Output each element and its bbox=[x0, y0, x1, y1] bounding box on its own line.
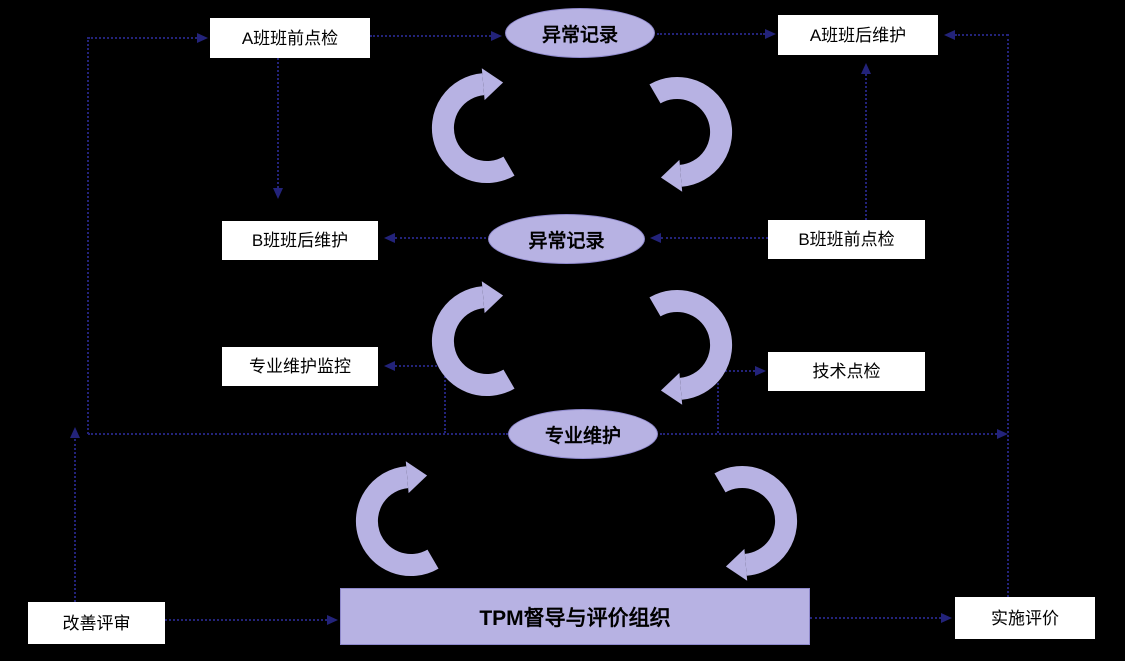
connector-improve-review-up bbox=[74, 439, 76, 602]
arrowhead-up-icon bbox=[861, 63, 871, 74]
node-improvement-review: 改善评审 bbox=[28, 602, 165, 644]
slide-bottom-edge bbox=[0, 661, 1125, 665]
connector-abnormal-top-to-a-post bbox=[657, 33, 765, 35]
connector-to-monitor-horizontal bbox=[395, 365, 445, 367]
connector-b-pre-to-abnormal-mid bbox=[661, 237, 768, 239]
connector-pro-maint-left bbox=[88, 433, 508, 435]
arrowhead-right-icon bbox=[765, 29, 776, 39]
node-abnormal-record-middle: 异常记录 bbox=[488, 214, 645, 264]
cycle-arc-right-top-icon bbox=[617, 67, 737, 197]
cycle-arc-left-bottom-icon bbox=[351, 456, 471, 586]
arrowhead-left-icon bbox=[384, 361, 395, 371]
node-pro-maintenance-monitor: 专业维护监控 bbox=[222, 347, 378, 386]
cycle-arc-left-middle-icon bbox=[427, 276, 547, 406]
node-b-post-maintenance: B班班后维护 bbox=[222, 221, 378, 260]
connector-right-vertical bbox=[1007, 34, 1009, 597]
connector-b-pre-up-to-a-post bbox=[865, 74, 867, 220]
connector-right-loop-to-a-post bbox=[955, 34, 1008, 36]
connector-to-monitor-vertical bbox=[444, 365, 446, 433]
node-tpm-organization: TPM督导与评价组织 bbox=[340, 588, 810, 645]
connector-improve-review-to-tpm bbox=[165, 619, 327, 621]
arrowhead-right-icon bbox=[997, 429, 1008, 439]
connector-pro-maint-right bbox=[660, 433, 997, 435]
arrowhead-right-icon bbox=[941, 613, 952, 623]
cycle-arc-left-top-icon bbox=[427, 63, 547, 193]
cycle-arc-right-middle-icon bbox=[617, 280, 737, 410]
arrowhead-left-icon bbox=[384, 233, 395, 243]
node-tech-check: 技术点检 bbox=[768, 352, 925, 391]
arrowhead-up-icon bbox=[70, 427, 80, 438]
arrowhead-right-icon bbox=[755, 366, 766, 376]
connector-to-tech-check-horizontal bbox=[718, 370, 755, 372]
connector-left-loop-to-a-pre bbox=[88, 37, 197, 39]
connector-a-pre-to-abnormal-top bbox=[370, 35, 491, 37]
arrowhead-right-icon bbox=[197, 33, 208, 43]
connector-left-vertical bbox=[87, 37, 89, 434]
node-implementation-evaluation: 实施评价 bbox=[955, 597, 1095, 639]
arrowhead-left-icon bbox=[944, 30, 955, 40]
cycle-arc-right-bottom-icon bbox=[682, 456, 802, 586]
arrowhead-left-icon bbox=[650, 233, 661, 243]
connector-tpm-to-impl-eval bbox=[810, 617, 941, 619]
node-a-post-maintenance: A班班后维护 bbox=[778, 15, 938, 55]
arrowhead-down-icon bbox=[273, 188, 283, 199]
arrowhead-right-icon bbox=[491, 31, 502, 41]
node-b-pre-check: B班班前点检 bbox=[768, 220, 925, 259]
node-pro-maintenance: 专业维护 bbox=[508, 409, 658, 459]
connector-a-pre-down-to-b-post bbox=[277, 58, 279, 188]
connector-to-tech-check-vertical bbox=[717, 370, 719, 433]
node-abnormal-record-top: 异常记录 bbox=[505, 8, 655, 58]
connector-abnormal-mid-to-b-post bbox=[395, 237, 486, 239]
node-a-pre-check: A班班前点检 bbox=[210, 18, 370, 58]
arrowhead-right-icon bbox=[327, 615, 338, 625]
